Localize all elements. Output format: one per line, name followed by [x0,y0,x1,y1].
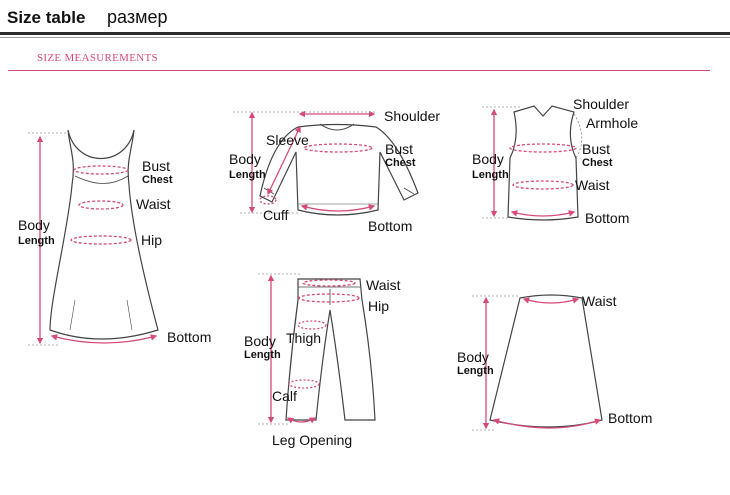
vest-diagram [507,105,583,221]
skirt-diagram [489,294,603,428]
dress-length-label: Length [18,235,55,247]
vest-chest-label: Chest [582,157,613,169]
pants-outline [285,278,376,421]
section-rule [8,70,710,71]
pants-length-label: Length [244,349,281,361]
shirt-sleeve-arrow [267,125,301,196]
pants-hip-label: Hip [368,298,390,314]
pants-diagram [285,278,376,421]
vest-outline [507,105,579,221]
vest-waist-marker [512,180,574,190]
dress-body-label: Body [18,217,50,233]
shirt-bust-label: Bust [385,141,414,157]
shirt-shoulder-label: Shoulder [384,108,441,124]
section-title: SIZE MEASUREMENTS [37,52,158,64]
skirt-measures [472,295,602,431]
header-title: Size table [7,8,86,27]
dress-chest-label: Chest [142,174,173,186]
dress-waist-marker [78,200,124,210]
skirt-waist-label: Waist [582,293,617,309]
pants-calf-marker [288,379,320,389]
header-subtitle: размер [107,7,168,27]
pants-waist-marker [302,279,356,287]
vest-bust-label: Bust [582,141,611,157]
shirt-measures [233,110,376,214]
dress-bottom-label: Bottom [167,329,212,345]
shirt-length-label: Length [229,169,266,181]
header-rule [0,32,730,35]
skirt-bottom-marker [492,418,602,429]
header-rule-thin [0,37,730,38]
dress-bust-label: Bust [142,158,171,174]
shirt-bottom-label: Bottom [368,218,413,234]
dress-bottom-marker [50,334,158,344]
pants-waist-label: Waist [366,277,401,293]
pants-hip-marker [298,293,360,303]
skirt-length-label: Length [457,365,494,377]
pants-body-label: Body [244,333,276,349]
vest-bust-marker [509,143,577,153]
dress-waist-label: Waist [136,196,171,212]
shirt-bust-marker [303,143,373,153]
header: Size table размер [0,0,730,40]
shirt-collar [319,123,355,131]
pants-leg-opening-marker [286,417,317,424]
pants-thigh-marker [297,320,327,330]
vest-waist-label: Waist [575,177,610,193]
skirt-body-label: Body [457,349,489,365]
shirt-cuff-label: Cuff [263,207,289,223]
vest-armhole-label: Armhole [586,115,639,131]
vest-bottom-label: Bottom [585,210,630,226]
pants-calf-label: Calf [272,388,297,404]
pants-measures [258,273,360,425]
dress-diagram [49,129,159,340]
vest-length-label: Length [472,169,509,181]
shirt-bottom-marker [300,204,376,212]
pants-leg-opening-label: Leg Opening [272,432,353,448]
dress-hip-label: Hip [141,232,163,248]
shirt-chest-label: Chest [385,157,416,169]
vest-measures [482,106,577,219]
pants-thigh-label: Thigh [286,330,322,346]
vest-body-label: Body [472,151,504,167]
shirt-diagram [259,123,419,216]
skirt-outline [489,294,603,428]
dress-strap-line [74,175,129,184]
dress-hip-marker [70,235,132,245]
dress-measures [28,132,158,346]
dress-bust-marker [73,165,129,175]
skirt-waist-marker [522,297,580,304]
vest-shoulder-label: Shoulder [573,96,630,112]
vest-bottom-marker [510,210,576,217]
dress-outline [49,129,159,340]
shirt-body-label: Body [229,151,261,167]
shirt-cuff-marker [259,195,277,205]
shirt-outline [259,123,419,216]
shirt-sleeve-label: Sleeve [266,132,309,148]
skirt-bottom-label: Bottom [608,410,653,426]
